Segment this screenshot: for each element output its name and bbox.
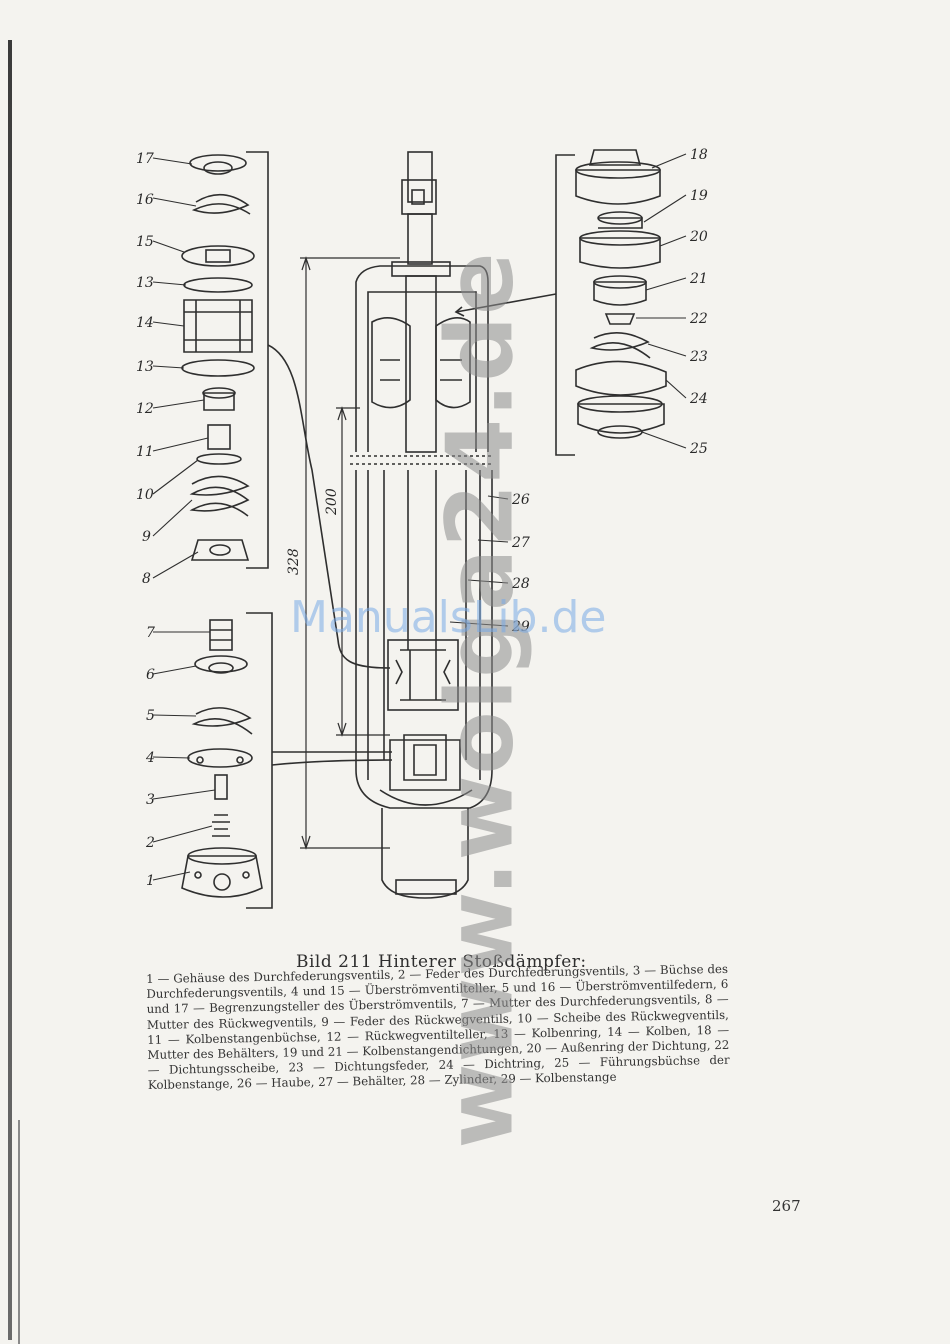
label-2: 2 — [145, 835, 155, 851]
figure-caption-title: Bild 211 Hinterer Stoßdämpfer: — [296, 952, 587, 972]
label-12: 12 — [136, 401, 154, 417]
label-28: 28 — [511, 576, 530, 592]
scan-edge-shadow — [8, 40, 12, 1340]
label-20: 20 — [689, 229, 708, 245]
label-3: 3 — [146, 792, 155, 808]
label-5: 5 — [146, 708, 155, 724]
scan-edge-shadow-inner — [18, 1120, 20, 1344]
right-bracket — [454, 154, 575, 456]
label-13-lower: 13 — [136, 359, 154, 375]
label-27: 27 — [511, 535, 530, 551]
label-29: 29 — [511, 619, 530, 635]
part-labels: 17 16 15 13 14 13 12 11 10 9 8 7 6 5 4 3… — [136, 147, 708, 889]
left-parts-lower — [181, 619, 263, 898]
watermark-vertical: www.wolga24.de — [426, 251, 534, 1149]
label-13-upper: 13 — [136, 275, 154, 291]
label-26: 26 — [511, 492, 530, 508]
label-16: 16 — [136, 192, 154, 208]
label-25: 25 — [689, 441, 708, 457]
label-1: 1 — [146, 873, 155, 889]
right-parts — [575, 149, 667, 439]
label-4: 4 — [145, 750, 155, 766]
label-21: 21 — [689, 271, 708, 287]
label-6: 6 — [146, 667, 155, 683]
label-15: 15 — [136, 234, 154, 250]
label-24: 24 — [689, 391, 708, 407]
left-parts-upper — [181, 154, 255, 561]
label-7: 7 — [146, 625, 155, 641]
label-8: 8 — [142, 571, 151, 587]
watermark-horizontal: ManualsLib.de — [290, 592, 607, 643]
label-11: 11 — [136, 444, 154, 460]
dimension-328: 328 — [286, 548, 302, 575]
dimension-200: 200 — [324, 488, 340, 516]
label-23: 23 — [689, 349, 708, 365]
page-number: 267 — [772, 1197, 801, 1215]
label-19: 19 — [690, 188, 708, 204]
left-brackets — [246, 151, 393, 909]
label-14: 14 — [136, 315, 154, 331]
label-18: 18 — [690, 147, 708, 163]
central-assembly — [350, 151, 494, 899]
leader-lines — [152, 153, 687, 881]
label-22: 22 — [689, 311, 708, 327]
label-17: 17 — [136, 151, 154, 167]
label-10: 10 — [136, 487, 154, 503]
label-9: 9 — [142, 529, 151, 545]
dimension-lines — [300, 256, 400, 850]
